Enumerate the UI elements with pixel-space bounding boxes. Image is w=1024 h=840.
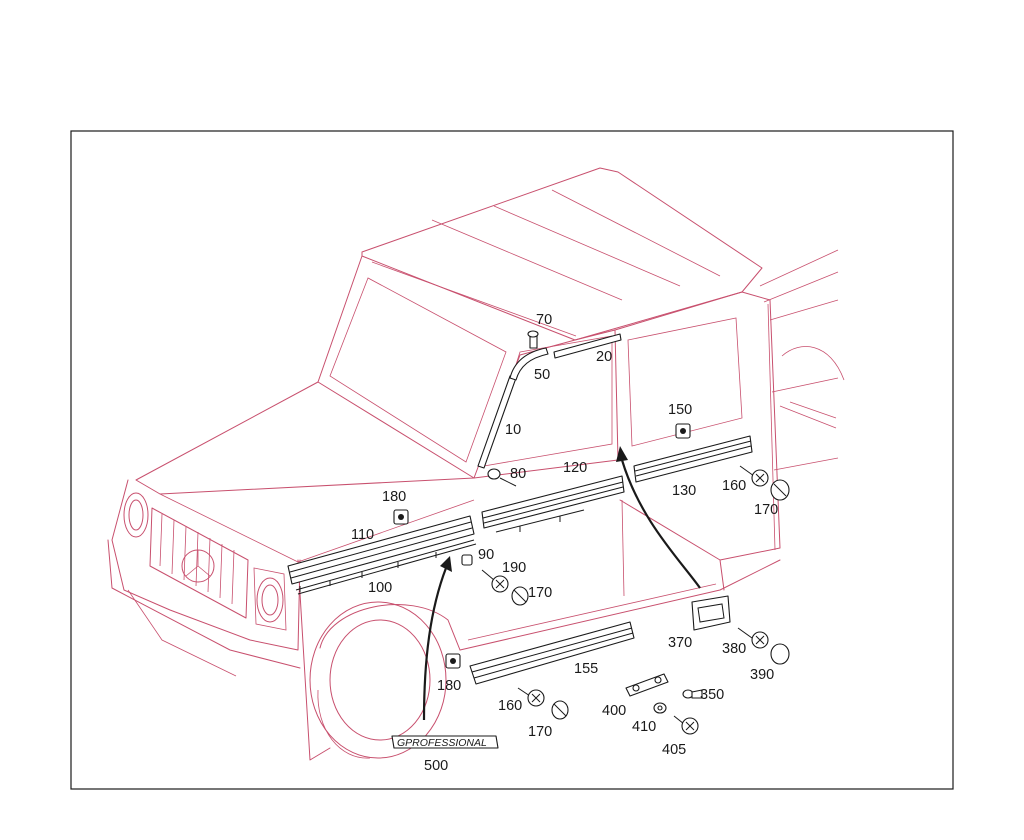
part-90-sleeve bbox=[461, 554, 473, 566]
callout-70: 70 bbox=[536, 312, 552, 328]
part-170-cap-lower bbox=[551, 700, 569, 720]
callout-170-lower: 170 bbox=[528, 724, 552, 740]
part-400-plate bbox=[625, 673, 669, 697]
part-370-bracket bbox=[691, 595, 731, 631]
part-80-plug bbox=[487, 468, 517, 487]
callout-410: 410 bbox=[632, 719, 656, 735]
part-120-door-moulding bbox=[481, 475, 625, 533]
part-20-roof-moulding bbox=[553, 333, 622, 359]
callout-100: 100 bbox=[368, 580, 392, 596]
part-50-upper-moulding bbox=[509, 347, 549, 381]
callout-20: 20 bbox=[596, 349, 612, 365]
callout-labels: 70 20 50 10 80 120 150 130 160 170 180 1… bbox=[351, 312, 778, 774]
leader-370 bbox=[620, 459, 701, 589]
part-170-cap-upper bbox=[770, 479, 790, 501]
part-100-retainer-strip bbox=[295, 539, 477, 595]
callout-155: 155 bbox=[574, 661, 598, 677]
callout-90: 90 bbox=[478, 547, 494, 563]
part-170-cap-middle bbox=[511, 586, 529, 606]
parts: GPROFESSIONAL bbox=[287, 330, 790, 749]
leader-arrows bbox=[422, 446, 701, 721]
part-190-screw bbox=[481, 569, 509, 593]
callout-130: 130 bbox=[672, 483, 696, 499]
callout-390: 390 bbox=[750, 667, 774, 683]
callout-10: 10 bbox=[505, 422, 521, 438]
part-110-fender-moulding bbox=[287, 515, 475, 592]
part-150-clip bbox=[675, 423, 691, 439]
callout-500: 500 bbox=[424, 758, 448, 774]
part-380-screw bbox=[737, 627, 769, 649]
callout-190: 190 bbox=[502, 560, 526, 576]
part-390-cap bbox=[770, 643, 790, 665]
part-180-clip-lower bbox=[445, 653, 461, 669]
part-410-washer bbox=[653, 702, 667, 714]
callout-380: 380 bbox=[722, 641, 746, 657]
callout-160-lower: 160 bbox=[498, 698, 522, 714]
callout-50: 50 bbox=[534, 367, 550, 383]
leader-500 bbox=[422, 567, 448, 721]
callout-350: 350 bbox=[700, 687, 724, 703]
callout-120: 120 bbox=[563, 460, 587, 476]
callout-370: 370 bbox=[668, 635, 692, 651]
callout-160-upper: 160 bbox=[722, 478, 746, 494]
callout-400: 400 bbox=[602, 703, 626, 719]
callout-170-middle: 170 bbox=[528, 585, 552, 601]
part-130-rear-moulding bbox=[633, 435, 753, 483]
part-70-clip bbox=[527, 330, 539, 349]
callout-180-upper: 180 bbox=[382, 489, 406, 505]
part-350-pin bbox=[682, 689, 703, 699]
badge-lettering: GPROFESSIONAL bbox=[397, 737, 487, 749]
callout-180-lower: 180 bbox=[437, 678, 461, 694]
callout-170-upper: 170 bbox=[754, 502, 778, 518]
callout-110: 110 bbox=[351, 527, 374, 543]
callout-405: 405 bbox=[662, 742, 686, 758]
part-160-screw-upper bbox=[739, 465, 769, 487]
diagram-frame bbox=[70, 130, 954, 790]
part-405-screw bbox=[673, 715, 699, 735]
callout-150: 150 bbox=[668, 402, 692, 418]
part-155-sill-moulding bbox=[469, 621, 635, 685]
callout-80: 80 bbox=[510, 466, 526, 482]
part-160-screw-lower bbox=[517, 687, 545, 707]
vehicle-outline bbox=[107, 167, 845, 761]
part-180-clip-upper bbox=[393, 509, 409, 525]
part-500-badge: GPROFESSIONAL bbox=[391, 735, 499, 749]
